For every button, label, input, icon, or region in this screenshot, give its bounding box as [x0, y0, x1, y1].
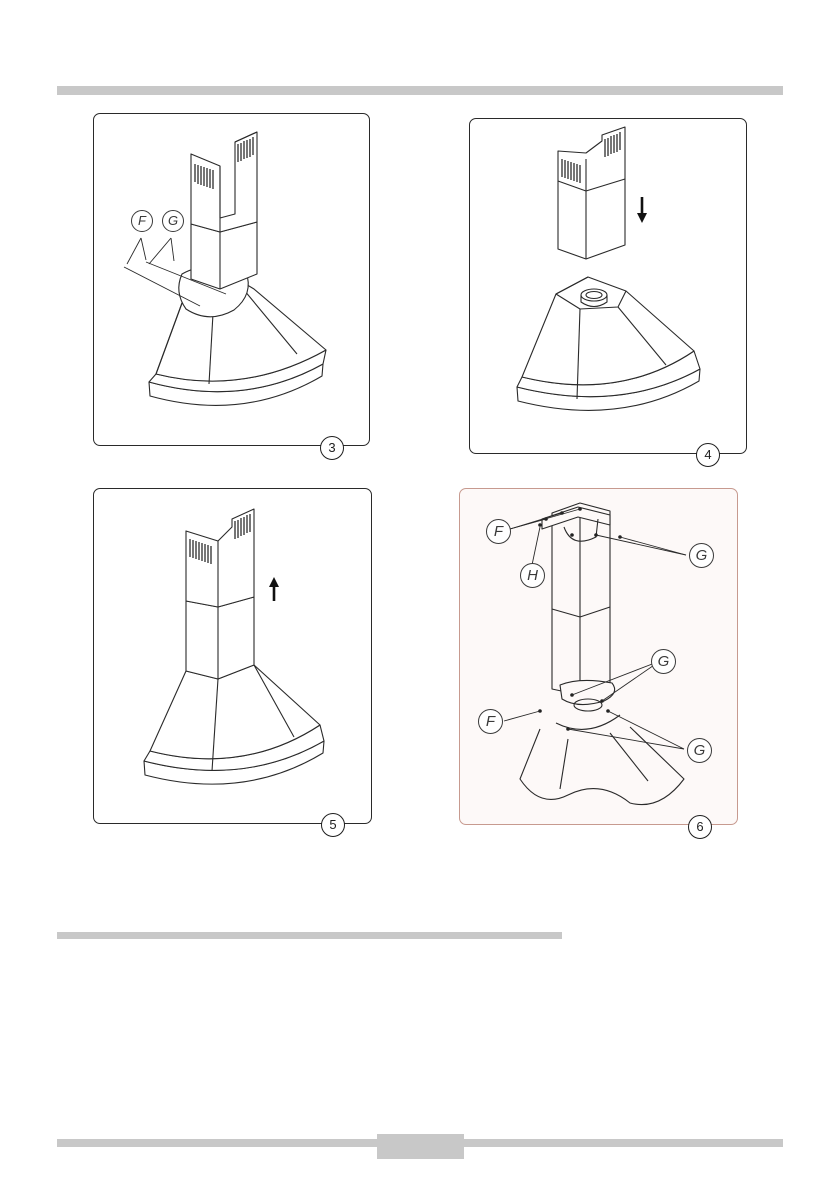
callout-g: G: [162, 210, 184, 232]
callout-f: F: [478, 709, 503, 734]
header-rule: [57, 86, 783, 95]
callout-h: H: [520, 563, 545, 588]
hood-illustration-chimney-lowering: [470, 119, 748, 455]
figure-step-4: 4: [469, 118, 747, 454]
callout-f: F: [486, 519, 511, 544]
section-rule: [57, 932, 562, 939]
callout-g: G: [687, 738, 712, 763]
step-number: 6: [688, 815, 712, 839]
callout-f: F: [131, 210, 153, 232]
page-number-tab: [377, 1134, 464, 1159]
figure-step-5: 5: [93, 488, 372, 824]
hood-illustration-assembled: [94, 114, 371, 447]
callout-g: G: [689, 543, 714, 568]
step-number: 4: [696, 443, 720, 467]
hood-illustration-chimney-raising: [94, 489, 373, 825]
figure-step-6: F G H G F G 6: [459, 488, 738, 825]
callout-g: G: [651, 649, 676, 674]
step-number: 3: [320, 436, 344, 460]
figure-step-3: F G 3: [93, 113, 370, 446]
step-number: 5: [321, 813, 345, 837]
